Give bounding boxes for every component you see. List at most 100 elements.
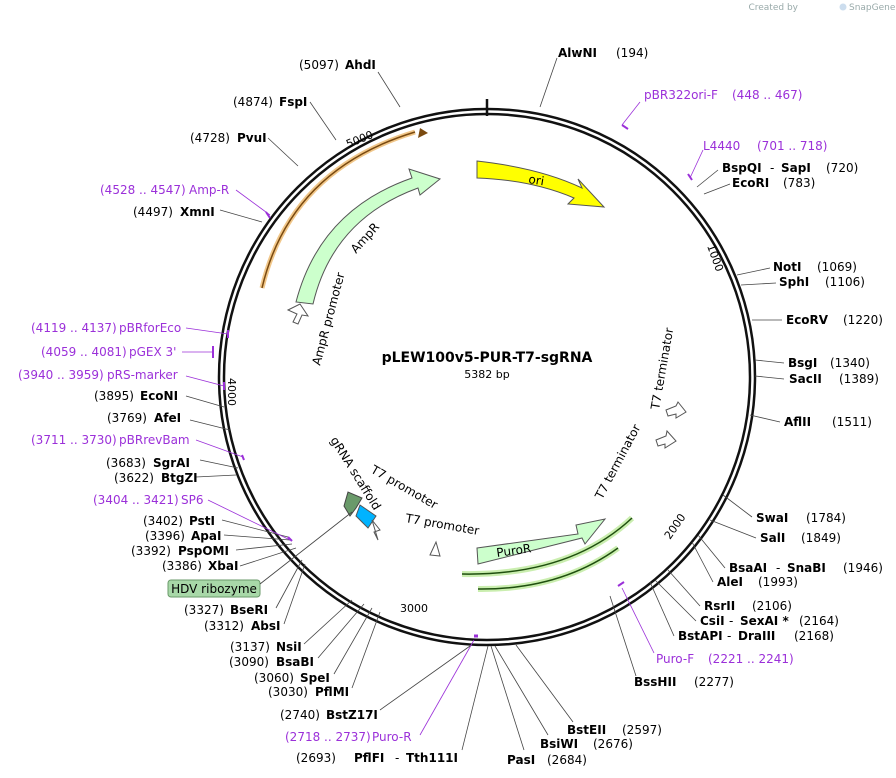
site-aflii[interactable]: AflII (1511) (784, 415, 872, 429)
primer-l4440[interactable]: L4440 (701 .. 718) (703, 139, 827, 153)
tick-3000: 3000 (400, 602, 428, 615)
site-bsabi[interactable]: (3090) BsaBI (229, 655, 314, 669)
sites-sacii-pos: (1389) (839, 372, 879, 386)
leader-line (377, 71, 401, 108)
site-pasi[interactable]: PasI (2684) (507, 753, 587, 767)
primer-prs-marker[interactable]: (3940 .. 3959) pRS-marker (18, 368, 178, 382)
feature-ori[interactable]: ori (476, 160, 606, 208)
feature-puror[interactable]: PuroR (476, 518, 607, 565)
sites-l4440-pos: (701 .. 718) (757, 139, 827, 153)
site-sali[interactable]: SalI (1849) (760, 531, 841, 545)
puror-label: PuroR (495, 541, 532, 560)
sites-pspomi-pos: (3392) (131, 544, 171, 558)
feature-t7-terminators[interactable]: T7 terminator T7 terminator (592, 327, 687, 503)
site-nsii[interactable]: (3137) NsiI (230, 640, 302, 654)
site-econi[interactable]: (3895) EcoNI (94, 389, 178, 403)
site-bsgi[interactable]: BsgI (1340) (788, 356, 870, 370)
leader-line (189, 419, 231, 431)
site-alei[interactable]: AleI (1993) (717, 575, 798, 589)
leader-line (654, 579, 697, 622)
site-pvui[interactable]: (4728) PvuI (190, 131, 267, 145)
sites-bsaai-sep: - (776, 561, 780, 575)
sites-pasi-pos: (2684) (547, 753, 587, 767)
site-afei[interactable]: (3769) AfeI (107, 411, 181, 425)
site-ecori[interactable]: EcoRI (783) (732, 176, 815, 190)
sites-sgrai-name: SgrAI (153, 456, 190, 470)
sites-bspqi-name2: SapI (781, 161, 811, 175)
site-xbai[interactable]: (3386) XbaI (162, 559, 238, 573)
feature-puro-green-arcs[interactable] (461, 515, 635, 593)
site-pspomi[interactable]: (3392) PspOMI (131, 544, 229, 558)
site-btgzi[interactable]: (3622) BtgZI (114, 471, 198, 485)
site-ahdi[interactable]: (5097) AhdI (299, 58, 376, 72)
primer-pbr322ori-f[interactable]: pBR322ori-F (448 .. 467) (644, 88, 802, 102)
puro-green-line-2 (477, 547, 619, 590)
leader-line (722, 494, 753, 518)
primer-puro-r[interactable]: (2718 .. 2737) Puro-R (285, 730, 412, 744)
primer-pgex3[interactable]: (4059 .. 4081) pGEX 3' (41, 345, 176, 359)
leader-line (703, 183, 731, 195)
sites-bspqi-pos: (720) (826, 161, 858, 175)
leader-line (275, 559, 303, 609)
site-bstz17i[interactable]: (2740) BstZ17I (280, 708, 378, 722)
ampr-orange-head (418, 128, 428, 138)
sites-econi-name: EcoNI (140, 389, 178, 403)
sites-csii-name: CsiI (700, 614, 725, 628)
leader-line (709, 519, 757, 539)
site-bsaai-snabi[interactable]: BsaAI - SnaBI (1946) (729, 561, 883, 575)
site-alwni[interactable]: AlwNI (194) (558, 46, 648, 60)
site-psti[interactable]: (3402) PstI (143, 514, 215, 528)
sites-sali-name: SalI (760, 531, 785, 545)
sites-ecori-pos: (783) (783, 176, 815, 190)
leader-line (195, 439, 244, 458)
leader-line (185, 375, 225, 387)
site-bspqi-sapi[interactable]: BspQI - SapI (720) (722, 161, 858, 175)
primer-sp6[interactable]: (3404 .. 3421) SP6 (93, 493, 204, 507)
sites-bsabi-pos: (3090) (229, 655, 269, 669)
ori-arrow (476, 160, 606, 208)
site-bsshii[interactable]: BssHII (2277) (634, 675, 734, 689)
site-ecorv[interactable]: EcoRV (1220) (786, 313, 883, 327)
site-bseri[interactable]: (3327) BseRI (184, 603, 268, 617)
leader-line (303, 599, 353, 645)
feature-ampr-orange[interactable] (259, 128, 428, 289)
site-swai[interactable]: SwaI (1784) (756, 511, 846, 525)
sites-apai-pos: (3396) (145, 529, 185, 543)
sites-afei-name: AfeI (154, 411, 181, 425)
primer-puro-f[interactable]: Puro-F (2221 .. 2241) (656, 652, 794, 666)
leader-line (490, 645, 525, 751)
site-sphi[interactable]: SphI (1106) (779, 275, 865, 289)
site-fspi[interactable]: (4874) FspI (233, 95, 307, 109)
site-xmni[interactable]: (4497) XmnI (133, 205, 215, 219)
leader-line (287, 536, 293, 542)
site-pflmi[interactable]: (3030) PflMI (268, 685, 349, 699)
sites-absi-pos: (3312) (204, 619, 244, 633)
site-rsrii[interactable]: RsrII (2106) (704, 599, 792, 613)
sites-bspqi-name: BspQI (722, 161, 762, 175)
site-bstapi-draiii[interactable]: BstAPI - DraIII (2168) (678, 629, 834, 643)
site-sacii[interactable]: SacII (1389) (789, 372, 879, 386)
feature-hdv-ribozyme[interactable]: HDV ribozyme (167, 511, 353, 598)
primer-amp-r[interactable]: (4528 .. 4547) Amp-R (100, 183, 229, 197)
sites-puror-name: Puro-R (372, 730, 412, 744)
primer-pbrforeco[interactable]: (4119 .. 4137) pBRforEco (31, 321, 181, 335)
primer-pbrrevbam[interactable]: (3711 .. 3730) pBRrevBam (31, 433, 190, 447)
sites-swai-name: SwaI (756, 511, 788, 525)
leader-line (221, 519, 289, 538)
site-apai[interactable]: (3396) ApaI (145, 529, 221, 543)
site-absi[interactable]: (3312) AbsI (204, 619, 280, 633)
site-bsiwi[interactable]: BsiWI (2676) (540, 737, 633, 751)
leader-line (687, 173, 693, 181)
t7-promoter-arrow-1 (355, 504, 377, 529)
sites-bsshii-name: BssHII (634, 675, 676, 689)
site-pflfi-tth111i[interactable]: (2693) PflFI - Tth111I (296, 751, 458, 765)
sites-fspi-name: FspI (279, 95, 307, 109)
site-spei[interactable]: (3060) SpeI (254, 671, 330, 685)
site-noti[interactable]: NotI (1069) (773, 260, 857, 274)
sites-alei-pos: (1993) (758, 575, 798, 589)
t7-terminator-label-1: T7 terminator (648, 327, 676, 412)
site-csii-sexai[interactable]: CsiI - SexAI * (2164) (700, 614, 839, 628)
site-sgrai[interactable]: (3683) SgrAI (106, 456, 190, 470)
site-bsteii[interactable]: BstEII (2597) (567, 723, 662, 737)
sites-pasi-name: PasI (507, 753, 535, 767)
